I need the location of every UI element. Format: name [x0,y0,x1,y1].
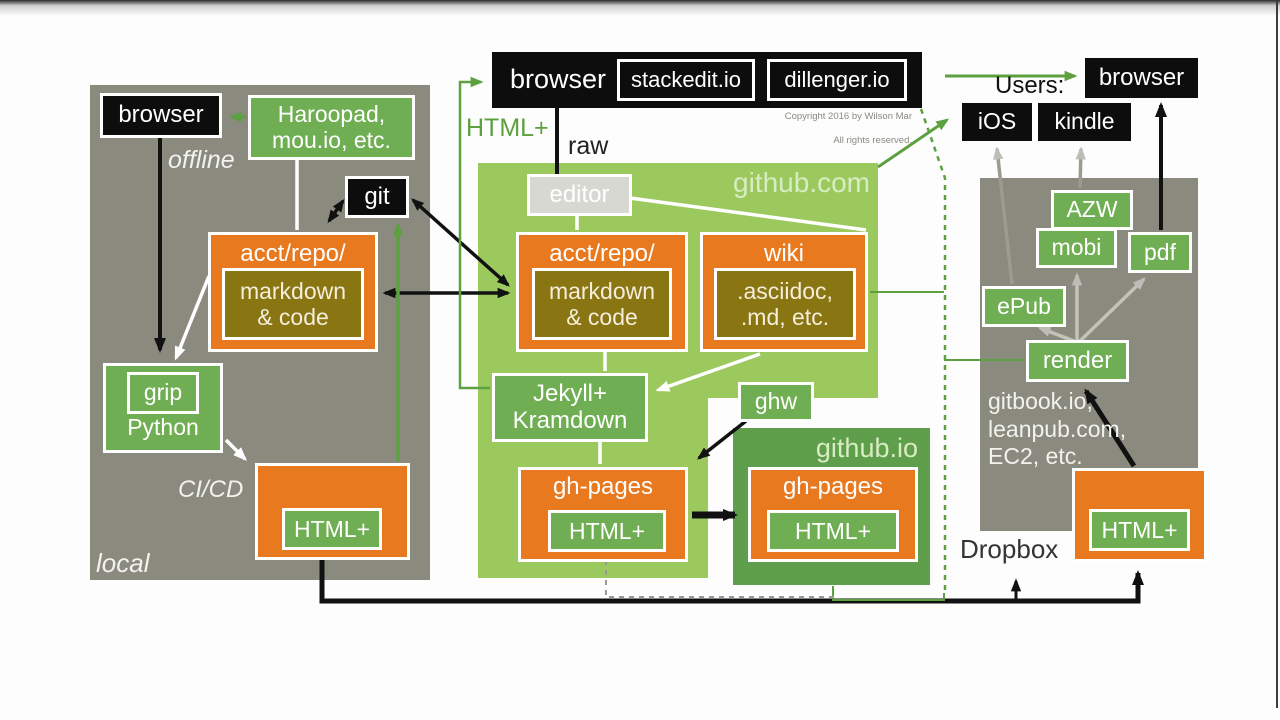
epub-label: ePub [997,292,1051,319]
azw-box: AZW [1051,190,1133,230]
ghpages-box: gh-pages HTML+ [518,467,688,562]
ghpages-label: gh-pages [552,473,654,500]
arrow-acctrepo-to-grip [174,275,211,361]
arrow-githubcom-to-ios [877,118,950,169]
dashed-green-rail [919,108,947,592]
ghpages-html-box: HTML+ [548,510,666,552]
githubio-ghpages-box: gh-pages HTML+ [748,467,918,562]
ghpages-html-label: HTML+ [568,517,646,544]
github-acct-repo-box: acct/repo/ markdown & code [516,232,688,352]
copyright-line1: Copyright 2016 by Wilson Mar [784,111,912,122]
haroopad-box: Haroopad, mou.io, etc. [248,95,415,160]
dashed-ghpages-bottom [605,560,834,598]
frame-edge-line [1276,0,1278,708]
arrow-grip-to-cicd [224,438,247,461]
mobi-label: mobi [1051,234,1102,261]
ghw-label: ghw [754,388,798,415]
ios-box: iOS [962,103,1032,141]
users-label: Users: [995,72,1065,99]
top-browser-label: browser [510,64,607,94]
editor-label: editor [549,181,610,208]
arrow-git-acctrepo-local [327,198,345,224]
githubio-ghpages-label: gh-pages [782,473,884,500]
copyright-line2: All rights reserved. [833,134,912,146]
publish-html-box: HTML+ [1072,468,1207,562]
html-plus-flow-label: HTML+ [466,114,549,142]
local-browser-label: browser [118,101,204,129]
arrow-epub-to-ios [992,146,1014,285]
git-label: git [364,182,390,210]
raw-label: raw [568,132,609,160]
publish-html-inner: HTML+ [1089,509,1190,551]
python-label: Python [127,414,199,440]
publish-html-label: HTML+ [1101,516,1178,543]
github-markdown-box: markdown & code [532,268,672,340]
editor-box: editor [527,174,632,216]
arrow-render-to-pdf [1078,277,1146,343]
dropbox-label: Dropbox [960,534,1059,564]
github-markdown-label: markdown & code [548,277,656,330]
githubio-html-label: HTML+ [794,517,872,544]
stackedit-label: stackedit.io [630,66,742,92]
local-browser-box: browser [100,93,222,138]
local-markdown-label: markdown & code [239,277,347,330]
local-acct-repo-box: acct/repo/ markdown & code [208,232,378,352]
pdf-label: pdf [1144,238,1176,265]
arrow-wiki-to-jekyll [655,352,761,392]
azw-label: AZW [1066,196,1118,223]
mobi-box: mobi [1036,228,1117,268]
kindle-label: kindle [1054,108,1115,135]
jekyll-label: Jekyll+ Kramdown [512,379,628,434]
arrow-render-to-epub [1037,326,1075,343]
ghw-box: ghw [738,382,814,422]
githubio-html-box: HTML+ [767,510,899,552]
wiki-files-label: .asciidoc, .md, etc. [737,277,833,330]
kindle-box: kindle [1038,103,1131,141]
render-label: render [1042,346,1113,374]
local-label: local [96,548,150,578]
arrow-azw-to-kindle [1075,146,1086,189]
wiki-files-box: .asciidoc, .md, etc. [714,268,856,340]
grip-label: grip [143,379,183,406]
dillenger-box: dillenger.io [767,59,907,101]
wiki-box: wiki .asciidoc, .md, etc. [700,232,868,352]
users-browser-box: browser [1085,58,1198,98]
copyright-text: Copyright 2016 by Wilson Mar All rights … [760,111,912,147]
local-html-box: HTML+ [255,463,410,560]
github-com-label: github.com [733,167,870,198]
local-acct-repo-label: acct/repo/ [240,240,346,267]
pdf-box: pdf [1128,232,1192,273]
git-box: git [345,176,409,218]
video-top-fade [0,0,1280,16]
cicd-label: CI/CD [178,476,244,503]
arrow-html-to-render [1083,388,1137,468]
github-acct-repo-label: acct/repo/ [549,240,655,267]
local-html-label: HTML+ [293,515,371,542]
line-editor-to-wiki [629,196,867,232]
wiki-label: wiki [764,240,804,267]
local-markdown-box: markdown & code [222,268,364,340]
dillenger-label: dillenger.io [784,66,890,92]
arrow-ghw-to-ghpages [696,419,748,460]
jekyll-box: Jekyll+ Kramdown [492,373,648,442]
arrow-html-to-browser-top [458,76,490,390]
python-box: grip Python [103,363,223,453]
publish-services-label: gitbook.io, leanpub.com, EC2, etc. [988,388,1127,470]
haroopad-label: Haroopad, mou.io, etc. [272,100,391,153]
line-githubio-elbow [832,586,945,601]
epub-box: ePub [982,286,1066,327]
github-io-label: github.io [815,433,918,463]
arrow-local-html-to-dropbox-html [319,558,1144,604]
users-browser-label: browser [1098,63,1185,91]
ios-label: iOS [977,108,1017,135]
offline-label: offline [168,146,235,174]
render-box: render [1026,340,1129,382]
grip-box: grip [127,372,199,414]
stackedit-box: stackedit.io [617,59,755,101]
local-html-inner: HTML+ [282,508,382,550]
